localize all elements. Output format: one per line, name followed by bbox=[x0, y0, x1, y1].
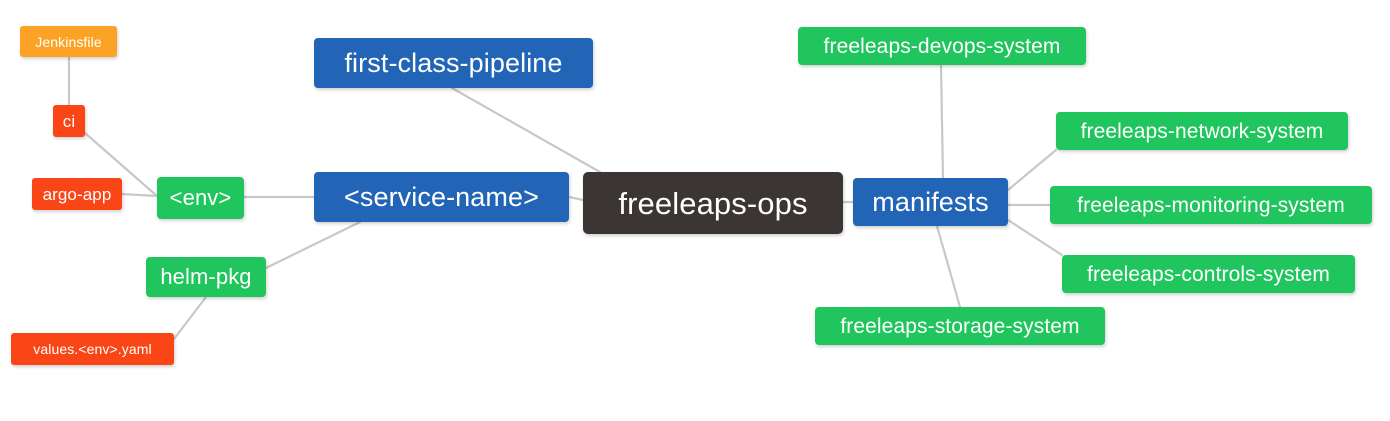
edge-manifests-to-freeleaps-storage-system bbox=[935, 224, 962, 309]
node-first-class-pipeline[interactable]: first-class-pipeline bbox=[314, 38, 593, 88]
edge-helm-pkg-to-service-name bbox=[264, 220, 362, 270]
node-freeleaps-devops-system[interactable]: freeleaps-devops-system bbox=[798, 27, 1086, 65]
edge-manifests-to-freeleaps-network-system bbox=[1006, 148, 1058, 192]
node-env[interactable]: <env> bbox=[157, 177, 244, 219]
node-helm-pkg[interactable]: helm-pkg bbox=[146, 257, 266, 297]
node-service-name[interactable]: <service-name> bbox=[314, 172, 569, 222]
edge-values-env-yaml-to-helm-pkg bbox=[172, 295, 208, 341]
edge-service-name-to-freeleaps-ops bbox=[567, 195, 585, 202]
node-freeleaps-ops[interactable]: freeleaps-ops bbox=[583, 172, 843, 234]
node-values-env-yaml[interactable]: values.<env>.yaml bbox=[11, 333, 174, 365]
edge-argo-app-to-env bbox=[120, 192, 159, 198]
node-freeleaps-network-system[interactable]: freeleaps-network-system bbox=[1056, 112, 1348, 150]
edge-manifests-to-freeleaps-controls-system bbox=[1006, 218, 1064, 257]
edge-manifests-to-freeleaps-devops-system bbox=[939, 63, 945, 180]
node-freeleaps-controls-system[interactable]: freeleaps-controls-system bbox=[1062, 255, 1355, 293]
node-argo-app[interactable]: argo-app bbox=[32, 178, 122, 210]
node-manifests[interactable]: manifests bbox=[853, 178, 1008, 226]
node-ci[interactable]: ci bbox=[53, 105, 85, 137]
node-freeleaps-monitoring-system[interactable]: freeleaps-monitoring-system bbox=[1050, 186, 1372, 224]
node-freeleaps-storage-system[interactable]: freeleaps-storage-system bbox=[815, 307, 1105, 345]
edge-first-class-pipeline-to-freeleaps-ops bbox=[450, 86, 602, 174]
node-jenkinsfile[interactable]: Jenkinsfile bbox=[20, 26, 117, 57]
